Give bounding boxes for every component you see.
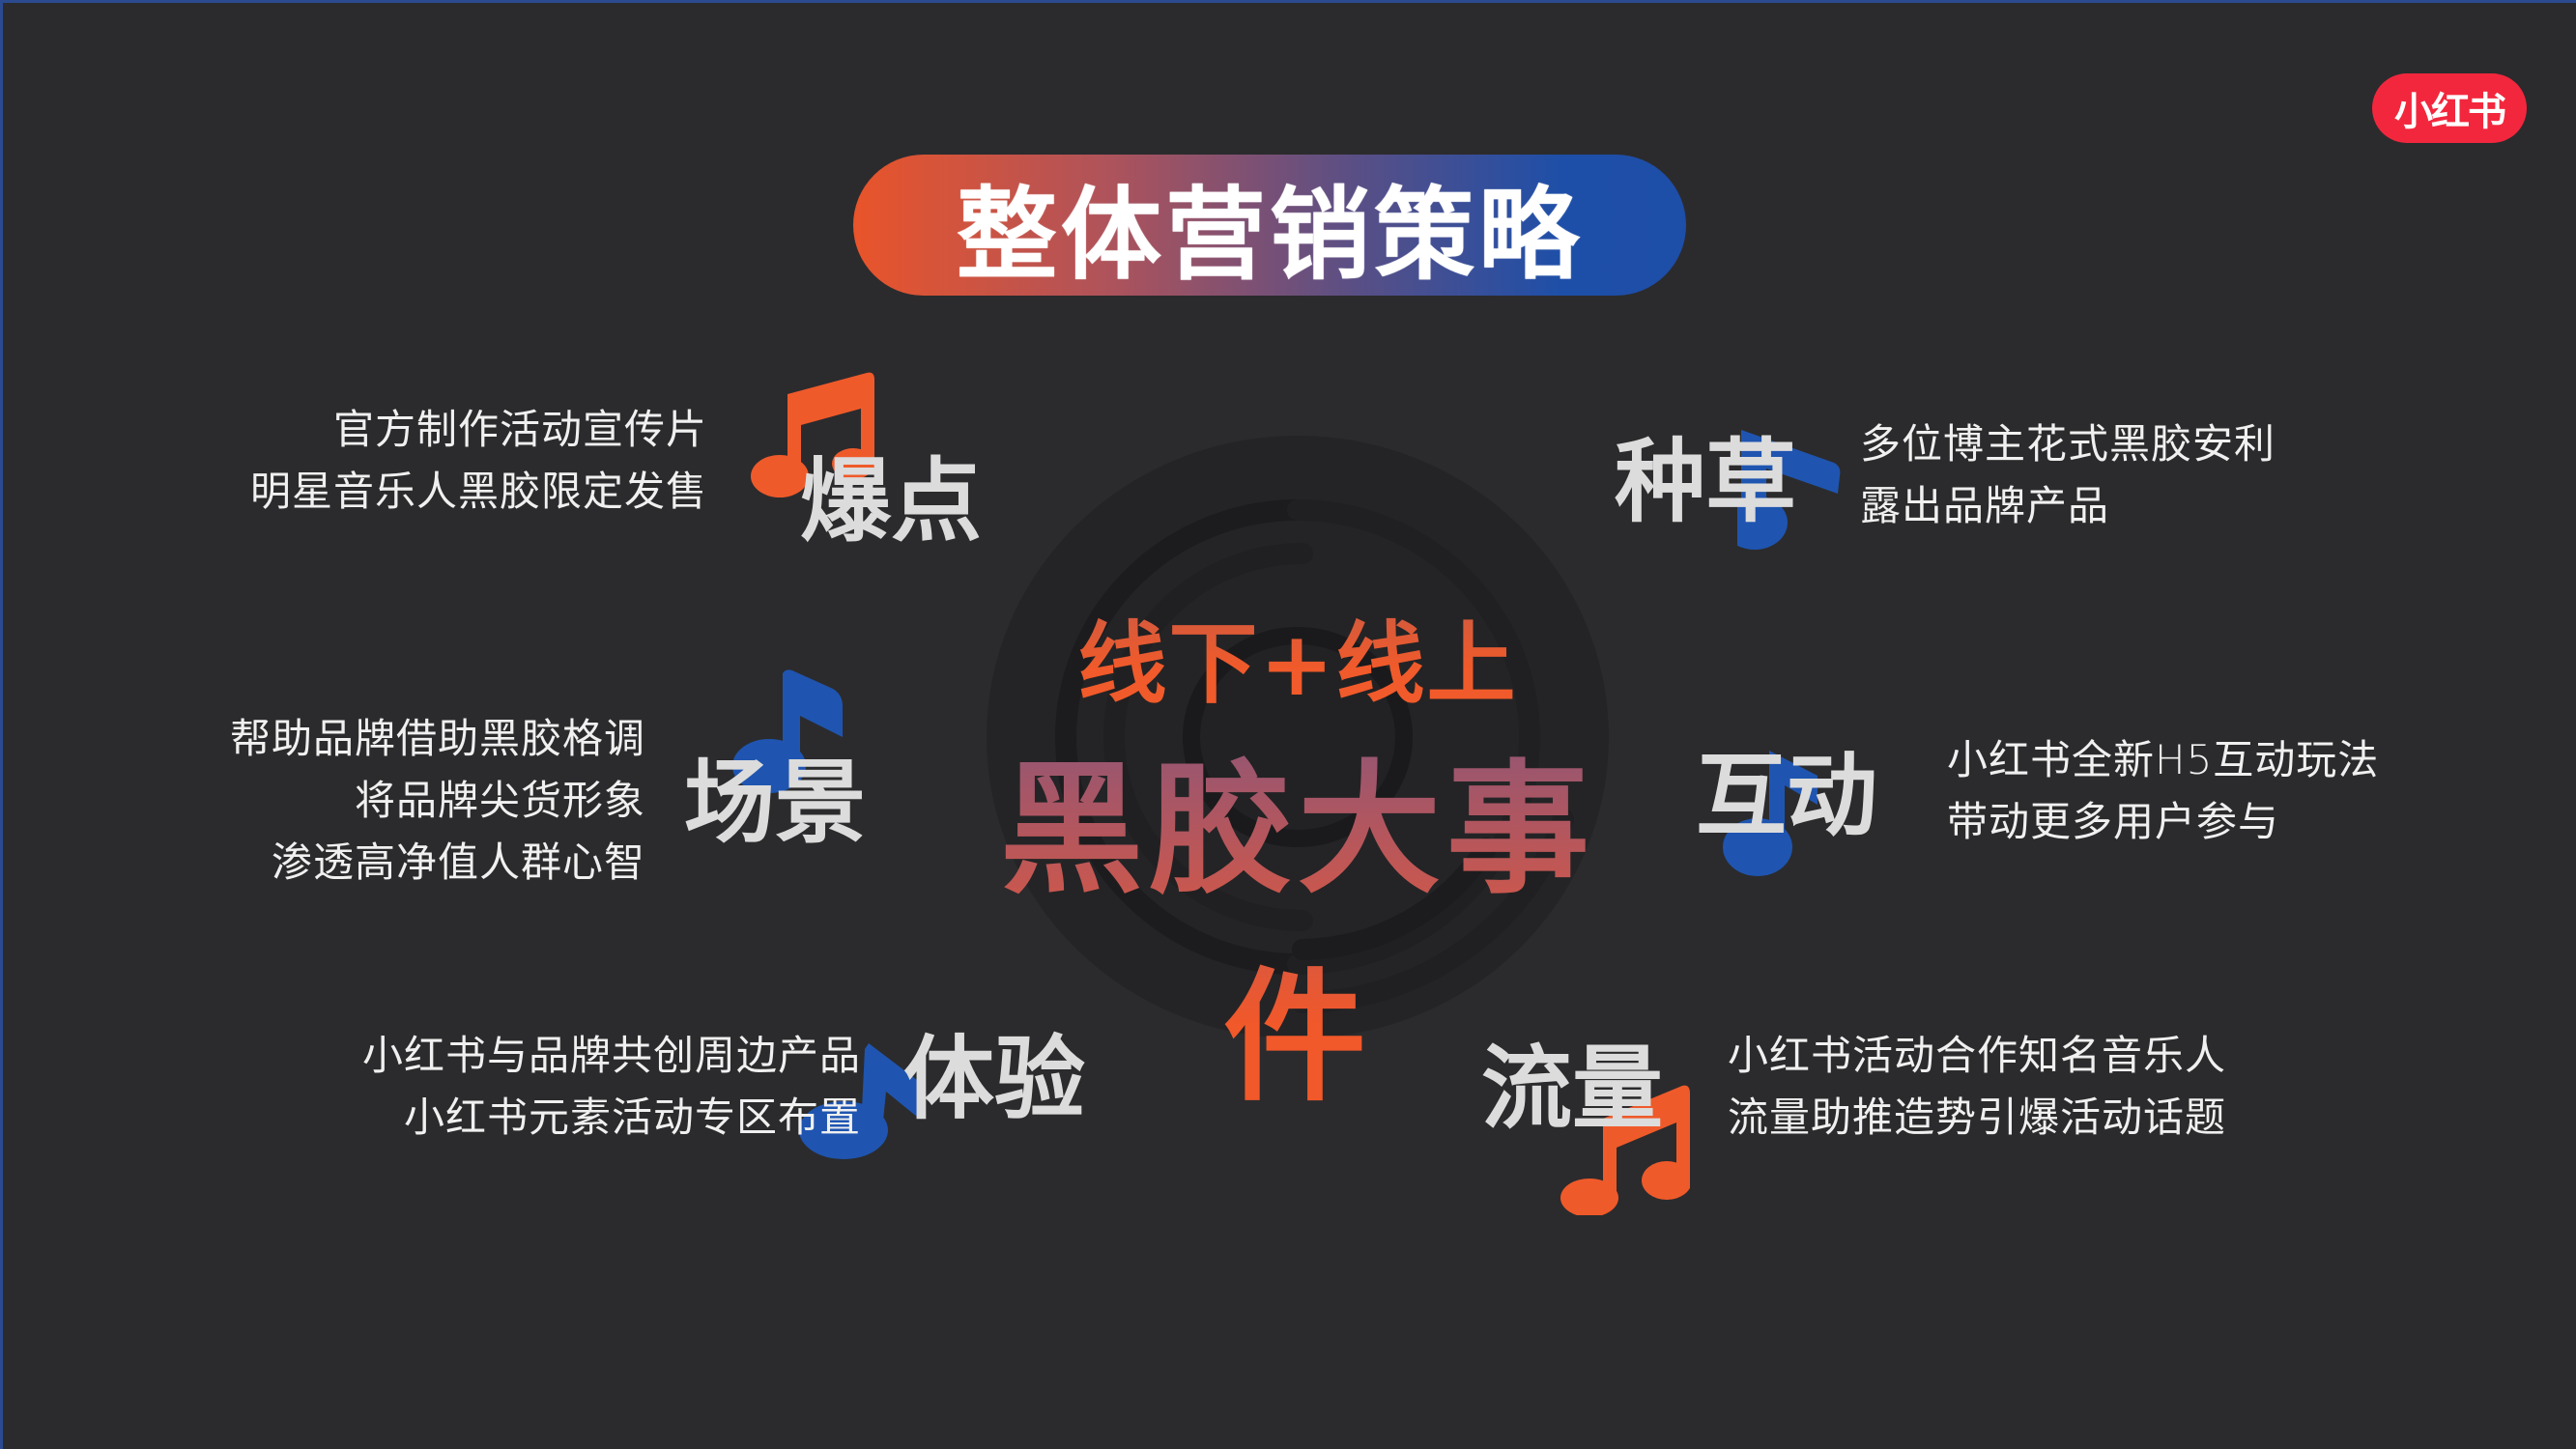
strategy-tag-hudong: 互动 bbox=[1696, 744, 1878, 849]
desc-line: 小红书活动合作知名音乐人 bbox=[1728, 1032, 2227, 1079]
desc-line: 官方制作活动宣传片 bbox=[332, 406, 707, 453]
desc-line: 小红书与品牌共创周边产品 bbox=[361, 1032, 861, 1079]
logo-text: 小红书 bbox=[2394, 90, 2506, 134]
strategy-tag-liuliang: 流量 bbox=[1481, 1037, 1664, 1142]
music-note-icon bbox=[1723, 751, 1818, 876]
music-note-icon bbox=[732, 669, 843, 793]
strategy-tag-zhongcao: 种草 bbox=[1615, 430, 1797, 535]
strategy-desc-zhongcao: 多位博主花式黑胶安利 露出品牌产品 bbox=[1860, 413, 2275, 537]
music-note-icon bbox=[1560, 1085, 1690, 1215]
strategy-desc-baodian: 官方制作活动宣传片 明星音乐人黑胶限定发售 bbox=[250, 399, 707, 523]
desc-line: 多位博主花式黑胶安利 bbox=[1860, 420, 2276, 468]
desc-line: 将品牌尖货形象 bbox=[354, 777, 645, 824]
desc-line: 带动更多用户参与 bbox=[1947, 798, 2280, 845]
strategy-desc-tiyan: 小红书与品牌共创周边产品 小红书元素活动专区布置 bbox=[362, 1025, 861, 1149]
desc-line: 帮助品牌借助黑胶格调 bbox=[229, 715, 645, 762]
center-headline: 黑胶大事件 bbox=[930, 713, 1665, 1128]
desc-line: 渗透高净值人群心智 bbox=[271, 838, 645, 886]
strategy-desc-liuliang: 小红书活动合作知名音乐人 流量助推造势引爆活动话题 bbox=[1728, 1025, 2226, 1149]
xiaohongshu-logo: 小红书 bbox=[2372, 73, 2527, 143]
music-note-icon bbox=[799, 1043, 917, 1159]
vinyl-record-icon bbox=[987, 436, 1609, 1038]
strategy-tag-baodian: 爆点 bbox=[800, 449, 983, 554]
desc-line: 露出品牌产品 bbox=[1860, 482, 2110, 529]
strategy-desc-changjing: 帮助品牌借助黑胶格调 将品牌尖货形象 渗透高净值人群心智 bbox=[230, 708, 645, 894]
page-title: 整体营销策略 bbox=[956, 175, 1583, 294]
music-note-icon bbox=[1737, 430, 1841, 550]
music-note-icon bbox=[751, 372, 874, 497]
desc-line: 流量助推造势引爆活动话题 bbox=[1728, 1094, 2227, 1141]
desc-line: 明星音乐人黑胶限定发售 bbox=[249, 468, 707, 515]
center-subtitle: 线下+线上 bbox=[1066, 592, 1530, 721]
desc-line: 小红书全新H5互动玩法 bbox=[1947, 736, 2380, 783]
strategy-tag-tiyan: 体验 bbox=[903, 1027, 1086, 1132]
strategy-desc-hudong: 小红书全新H5互动玩法 带动更多用户参与 bbox=[1947, 729, 2379, 853]
title-banner: 整体营销策略 bbox=[853, 155, 1686, 296]
desc-line: 小红书元素活动专区布置 bbox=[403, 1094, 861, 1141]
strategy-tag-changjing: 场景 bbox=[684, 751, 867, 856]
